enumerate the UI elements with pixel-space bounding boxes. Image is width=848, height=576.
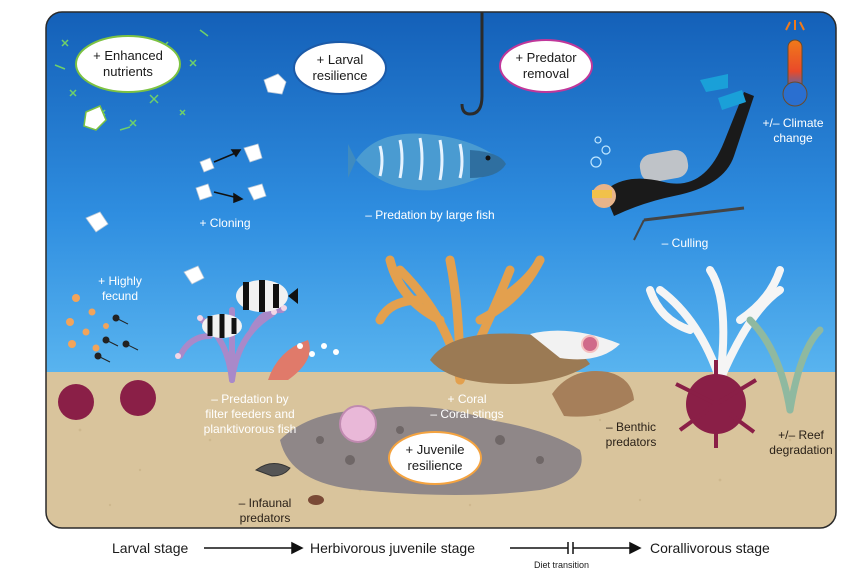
crown-of-thorns-starfish-icon: [675, 360, 758, 448]
egg-cluster-icon: [66, 294, 109, 352]
reef-degradation-label: +/– Reef degradation: [769, 428, 833, 457]
anemone-icon: [339, 405, 377, 443]
hook-icon: [460, 12, 484, 116]
larva-icon: [83, 105, 107, 131]
wrasse-fish-icon: [348, 133, 506, 191]
corallivorous-stage-label: Corallivorous stage: [650, 540, 770, 556]
crown-star-small-icon: [581, 335, 599, 353]
predator-removal-label: + Predator removal: [502, 42, 590, 90]
shrimp-icon: [254, 463, 291, 477]
juvenile-stage-label: Herbivorous juvenile stage: [310, 540, 475, 556]
larva-icon: [85, 73, 287, 285]
juvenile-resilience-label: + Juvenile resilience: [391, 434, 479, 482]
crab-icon: [308, 495, 324, 505]
infaunal-predators-label: – Infaunal predators: [238, 496, 292, 525]
diet-transition-label: Diet transition: [534, 560, 590, 570]
arrow-icon: [213, 149, 244, 204]
coral-label: + Coral – Coral stings: [430, 392, 504, 421]
larval-stage-label: Larval stage: [112, 540, 189, 556]
triton-shell-icon: [552, 370, 634, 417]
filter-feeders-label: – Predation by filter feeders and plankt…: [203, 392, 297, 436]
rubble-texture: [316, 426, 544, 474]
thermometer-icon: [782, 20, 808, 107]
larval-resilience-label: + Larval resilience: [296, 44, 384, 92]
sea-fan-icon: [268, 340, 310, 380]
stage-arrows: [204, 541, 642, 555]
scene-frame: [45, 11, 837, 529]
green-coral-icon: [746, 316, 824, 414]
predation-large-fish-label: – Predation by large fish: [365, 208, 495, 222]
polyp-icon: [175, 305, 287, 359]
highly-fecund-label: + Highly fecund: [98, 274, 142, 303]
juvenile-starfish-icon: [58, 380, 156, 420]
soft-coral-icon: [177, 307, 285, 383]
enhanced-nutrients-label: + Enhanced nutrients: [78, 38, 178, 90]
polyp-icon: [297, 343, 339, 357]
climate-change-label: +/– Climate change: [762, 116, 824, 145]
damselfish-icon: [202, 280, 298, 338]
tadpole-larva-icon: [94, 314, 139, 363]
diver-icon: [590, 74, 754, 241]
benthic-predators-label: – Benthic predators: [605, 420, 657, 449]
white-coral-icon: [530, 330, 620, 360]
culling-label: – Culling: [661, 236, 709, 250]
cloning-label: + Cloning: [199, 216, 251, 230]
